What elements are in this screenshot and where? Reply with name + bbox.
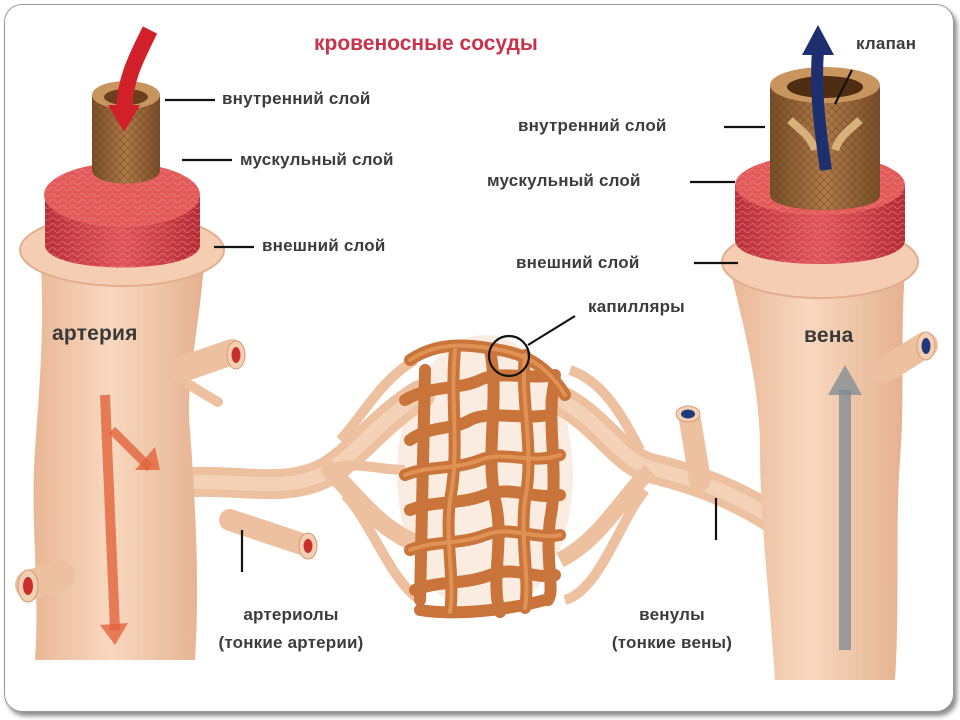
vein-trunk (721, 25, 938, 680)
arterioles-label-line2: (тонкие артерии) (218, 633, 364, 652)
capillary-bed (397, 335, 573, 619)
venules-label-line1: венулы (639, 605, 705, 624)
vein-outer-layer-label: внешний слой (516, 253, 640, 272)
arterioles-label: артериолы (тонкие артерии) (186, 605, 396, 653)
leader-lines (165, 69, 853, 572)
artery-trunk (15, 26, 246, 660)
capillary-highlight-circle (487, 334, 531, 378)
arteriole-branch (135, 355, 435, 605)
venules-label-line2: (тонкие вены) (611, 633, 733, 652)
vein-muscle-layer-label: мускульный слой (487, 171, 641, 190)
capillaries-label: капилляры (588, 297, 685, 316)
page-title: кровеносные сосуды (314, 32, 538, 55)
artery-name-label: артерия (52, 322, 138, 345)
artery-muscle-layer-label: мускульный слой (240, 150, 394, 169)
artery-outer-layer-label: внешний слой (262, 236, 386, 255)
artery-inner-layer-label: внутренний слой (222, 89, 371, 108)
venules-label: венулы (тонкие вены) (584, 605, 760, 653)
vein-inner-layer-label: внутренний слой (518, 116, 667, 135)
vein-name-label: вена (804, 324, 854, 347)
vein-valve-label: клапан (856, 34, 917, 53)
arterioles-label-line1: артериолы (243, 605, 339, 624)
